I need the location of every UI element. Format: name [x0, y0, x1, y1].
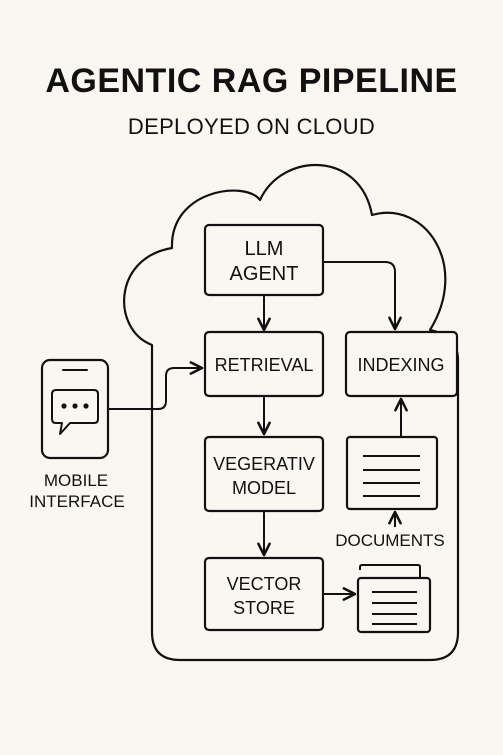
retrieval-node: RETRIEVAL — [203, 330, 325, 398]
llm-agent-label-2: AGENT — [230, 263, 299, 285]
smartphone-chat-icon — [40, 358, 110, 460]
indexing-label: INDEXING — [357, 355, 444, 375]
vector-store-label-2: STORE — [233, 598, 295, 618]
vegerativ-model-label-1: VEGERATIV — [213, 454, 315, 474]
document-lines-icon — [345, 435, 439, 511]
stacked-documents-icon — [356, 564, 432, 634]
documents-label: DOCUMENTS — [335, 531, 445, 550]
vegerativ-model-label-2: MODEL — [232, 478, 296, 498]
diagram-title: AGENTIC RAG PIPELINE — [45, 62, 458, 100]
mobile-label-2: INTERFACE — [29, 492, 124, 511]
mobile-label-1: MOBILE — [44, 471, 108, 490]
llm-agent-label-1: LLM — [245, 238, 284, 260]
cloud-outline-icon — [123, 163, 460, 662]
llm-agent-node: LLM AGENT — [203, 223, 325, 297]
vector-store-label-1: VECTOR — [227, 574, 302, 594]
vector-store-node: VECTOR STORE — [203, 556, 325, 632]
arrow-agent-to-indexing — [323, 261, 402, 331]
diagram-subtitle: DEPLOYED ON CLOUD — [127, 114, 376, 139]
indexing-node: INDEXING — [344, 330, 459, 398]
retrieval-label: RETRIEVAL — [215, 355, 314, 375]
vegerativ-model-node: VEGERATIV MODEL — [203, 435, 325, 513]
arrow-mobile-to-retrieval — [108, 361, 204, 410]
